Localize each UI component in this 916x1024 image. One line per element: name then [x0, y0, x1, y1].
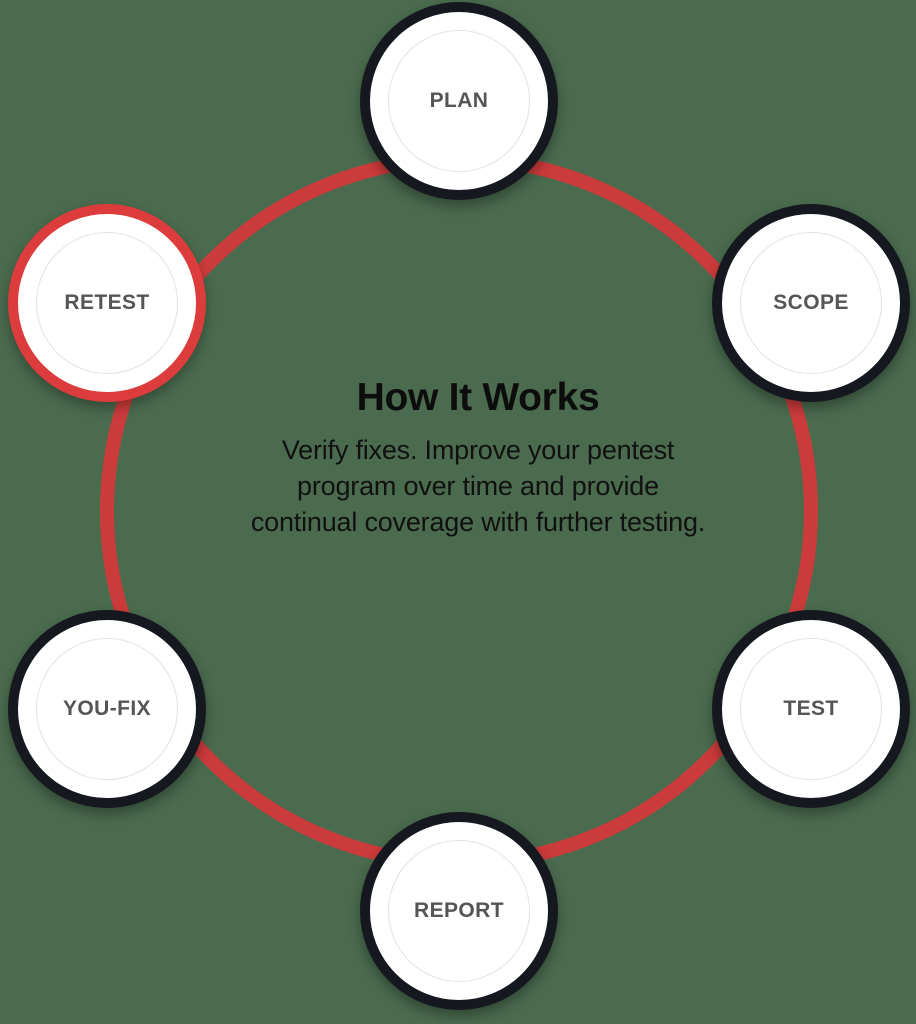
- cycle-node-you-fix[interactable]: YOU-FIX: [8, 610, 206, 808]
- node-inner-circle-test: TEST: [740, 638, 882, 780]
- cycle-node-label-report: REPORT: [414, 899, 504, 922]
- cycle-node-plan[interactable]: PLAN: [360, 2, 558, 200]
- node-inner-circle-scope: SCOPE: [740, 232, 882, 374]
- node-inner-circle-retest: RETEST: [36, 232, 178, 374]
- node-inner-circle-you-fix: YOU-FIX: [36, 638, 178, 780]
- cycle-node-label-retest: RETEST: [64, 291, 150, 314]
- cycle-node-test[interactable]: TEST: [712, 610, 910, 808]
- node-inner-circle-report: REPORT: [388, 840, 530, 982]
- cycle-node-label-plan: PLAN: [429, 89, 489, 112]
- cycle-node-scope[interactable]: SCOPE: [712, 204, 910, 402]
- cycle-node-label-you-fix: YOU-FIX: [63, 697, 151, 720]
- connector-arc-circle: [100, 152, 818, 870]
- cycle-node-label-test: TEST: [783, 697, 839, 720]
- cycle-node-label-scope: SCOPE: [773, 291, 849, 314]
- cycle-node-report[interactable]: REPORT: [360, 812, 558, 1010]
- cycle-node-retest[interactable]: RETEST: [8, 204, 206, 402]
- node-inner-circle-plan: PLAN: [388, 30, 530, 172]
